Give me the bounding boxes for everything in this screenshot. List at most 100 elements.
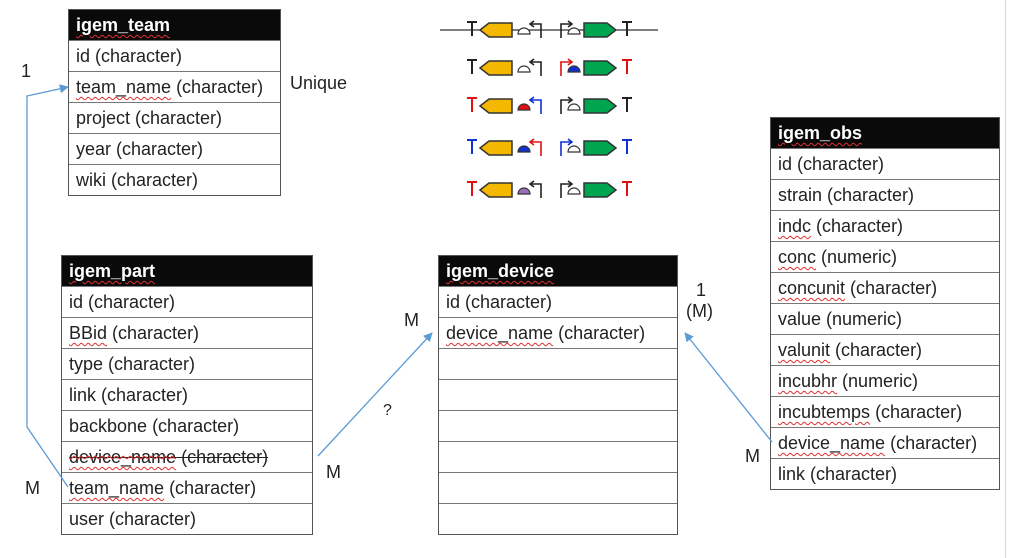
promoter-reverse-icon — [531, 61, 542, 76]
field-name: BBid — [69, 323, 108, 343]
field-type: (character) — [553, 323, 646, 343]
promoter-forward-icon — [567, 138, 574, 146]
unique-label: Unique — [290, 73, 348, 93]
igem-team-table: igem_team id (character) team_name (char… — [68, 9, 281, 196]
device-cardinality-many: M — [404, 310, 419, 330]
table-row: incubhr (numeric) — [771, 365, 999, 396]
device-obs-cardinality-one-m: (M) — [686, 301, 713, 321]
promoter-reverse-icon — [528, 58, 535, 66]
promoter-reverse-icon — [531, 23, 542, 38]
promoter-reverse-icon — [531, 99, 542, 114]
table-title: igem_part — [62, 256, 312, 286]
field-type: (character) — [107, 323, 200, 343]
gene-forward-icon — [583, 22, 618, 38]
field-name: incubtemps — [778, 402, 871, 422]
promoter-reverse-icon — [528, 180, 535, 188]
table-row: team_name (character) — [62, 472, 312, 503]
gene-forward-icon — [583, 98, 618, 114]
table-row: conc (numeric) — [771, 241, 999, 272]
part-device-cardinality-many: M — [326, 462, 341, 482]
promoter-forward-icon — [560, 141, 571, 156]
rbs-icon — [517, 103, 531, 111]
promoter-reverse-icon — [528, 138, 535, 146]
rbs-icon — [517, 65, 531, 73]
igem-part-table: igem_part id (character) BBid (character… — [61, 255, 313, 535]
field-type: (character) — [811, 216, 904, 236]
rbs-icon — [517, 27, 531, 35]
table-row: indc (character) — [771, 210, 999, 241]
table-row: id (character) — [439, 286, 677, 317]
field-type: (character) — [830, 340, 923, 360]
field-name: device_name — [778, 433, 886, 453]
field-name: conc — [778, 247, 817, 267]
table-row: value (numeric) — [771, 303, 999, 334]
table-row: backbone (character) — [62, 410, 312, 441]
field-type: (character) — [171, 77, 264, 97]
table-row: device_name (character) — [771, 427, 999, 458]
rbs-icon — [567, 145, 581, 153]
promoter-reverse-icon — [528, 20, 535, 28]
promoter-reverse-icon — [528, 96, 535, 104]
table-row: id (character) — [62, 286, 312, 317]
gene-forward-icon — [583, 140, 618, 156]
promoter-forward-icon — [560, 99, 571, 114]
rbs-icon — [517, 145, 531, 153]
table-title: igem_device — [439, 256, 677, 286]
field-type: (character) — [176, 447, 269, 467]
gene-reverse-icon — [478, 140, 513, 156]
page-right-border — [1005, 0, 1006, 558]
table-row: strain (character) — [771, 179, 999, 210]
rbs-icon — [567, 27, 581, 35]
part-team-cardinality-many: M — [25, 478, 40, 498]
table-row: valunit (character) — [771, 334, 999, 365]
field-name: team_name — [69, 478, 165, 498]
device-obs-cardinality-one: 1 — [696, 280, 707, 300]
table-row-struck: device_name (character) — [62, 441, 312, 472]
gene-reverse-icon — [478, 182, 513, 198]
part-to-team-connector — [26, 84, 69, 488]
promoter-forward-icon — [567, 96, 574, 104]
field-type: (character) — [164, 478, 257, 498]
table-row: incubtemps (character) — [771, 396, 999, 427]
gene-reverse-icon — [478, 60, 513, 76]
field-type: (character) — [885, 433, 978, 453]
table-row: wiki (character) — [69, 164, 280, 195]
table-row: type (character) — [62, 348, 312, 379]
field-name: valunit — [778, 340, 831, 360]
promoter-forward-icon — [567, 180, 574, 188]
promoter-forward-icon — [560, 183, 571, 198]
field-type: (numeric) — [816, 247, 898, 267]
table-row-empty — [439, 441, 677, 472]
field-name: incubhr — [778, 371, 838, 391]
question-mark: ? — [383, 402, 392, 419]
table-row: concunit (character) — [771, 272, 999, 303]
team-cardinality-one: 1 — [21, 61, 32, 81]
table-row-empty — [439, 472, 677, 503]
table-row: team_name (character) — [69, 71, 280, 102]
field-name: concunit — [778, 278, 846, 298]
promoter-forward-icon — [560, 23, 571, 38]
rbs-icon — [567, 65, 581, 73]
gene-forward-icon — [583, 182, 618, 198]
table-row: device_name (character) — [439, 317, 677, 348]
table-row: link (character) — [62, 379, 312, 410]
part-to-device-connector — [317, 332, 433, 457]
gene-reverse-icon — [478, 98, 513, 114]
table-row-empty — [439, 410, 677, 441]
table-row-empty — [439, 379, 677, 410]
obs-cardinality-many: M — [745, 446, 760, 466]
rbs-icon — [567, 187, 581, 195]
field-name: device_name — [69, 447, 177, 467]
table-title: igem_team — [69, 10, 280, 40]
rbs-icon — [517, 187, 531, 195]
igem-device-table: igem_device id (character) device_name (… — [438, 255, 678, 535]
gene-forward-icon — [583, 60, 618, 76]
table-row: BBid (character) — [62, 317, 312, 348]
field-type: (numeric) — [837, 371, 919, 391]
promoter-reverse-icon — [531, 183, 542, 198]
table-row: id (character) — [771, 148, 999, 179]
field-name: device_name — [446, 323, 554, 343]
promoter-forward-icon — [567, 20, 574, 28]
